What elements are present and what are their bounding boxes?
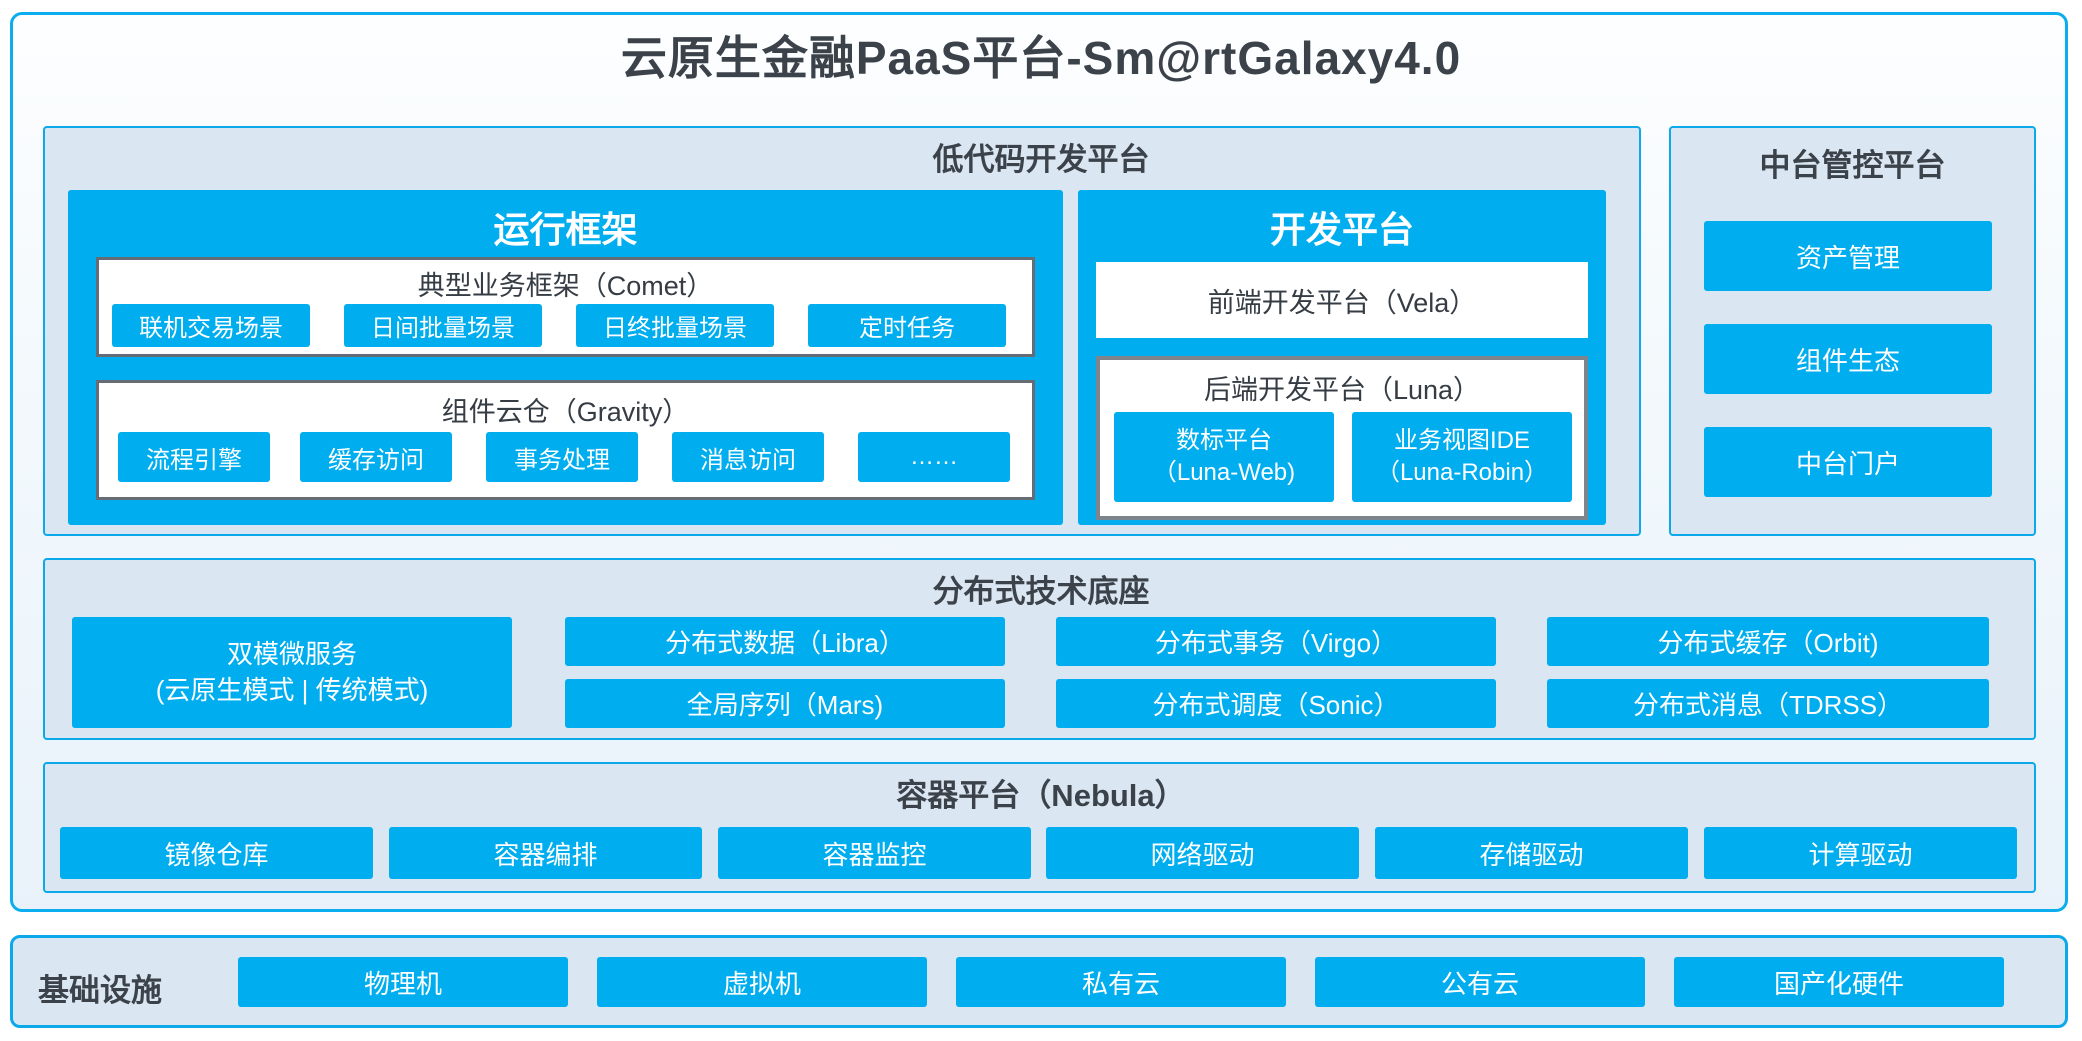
infra-item-public-cloud: 公有云 [1315,957,1645,1007]
dev-platform-title: 开发平台 [1269,209,1414,250]
comet-item-daytime-batch: 日间批量场景 [344,304,542,347]
infra-item-physical-machine: 物理机 [238,957,568,1007]
comet-item-eod-batch: 日终批量场景 [576,304,774,347]
container-item-storage-driver: 存储驱动 [1375,827,1688,879]
comet-box-title: 典型业务框架（Comet） [417,271,714,301]
luna-box-title: 后端开发平台（Luna） [1203,375,1481,405]
runtime-framework-title: 运行框架 [493,209,638,250]
luna-robin-line1: 业务视图IDE [1393,426,1530,454]
lowcode-panel-title: 低代码开发平台 [932,142,1150,177]
dual-mode-microservice-block: 双模微服务 (云原生模式 | 传统模式) [72,617,512,728]
midplatform-item-portal: 中台门户 [1704,427,1992,497]
distributed-title: 分布式技术底座 [932,574,1150,609]
luna-web-line2: （Luna-Web) [1152,459,1296,486]
infrastructure-label: 基础设施 [38,973,162,1008]
midplatform-item-asset-mgmt: 资产管理 [1704,221,1992,291]
distributed-transaction-block: 分布式事务（Virgo） [1056,617,1496,666]
luna-web-line1: 数标平台 [1176,426,1272,454]
gravity-item-ellipsis: …… [858,432,1010,482]
gravity-item-cache-access: 缓存访问 [300,432,452,482]
page-title: 云原生金融PaaS平台-Sm@rtGalaxy4.0 [620,32,1462,84]
midplatform-title: 中台管控平台 [1759,148,1946,183]
comet-item-online-trading: 联机交易场景 [112,304,310,347]
container-item-compute-driver: 计算驱动 [1704,827,2017,879]
global-sequence-block: 全局序列（Mars) [565,679,1005,728]
distributed-message-block: 分布式消息（TDRSS） [1547,679,1989,728]
container-platform-title: 容器平台（Nebula） [896,778,1186,813]
gravity-box-title: 组件云仓（Gravity） [441,397,690,427]
gravity-item-process-engine: 流程引擎 [118,432,270,482]
gravity-item-transaction: 事务处理 [486,432,638,482]
container-platform-panel [43,762,2036,893]
infra-item-domestic-hardware: 国产化硬件 [1674,957,2004,1007]
container-item-orchestration: 容器编排 [389,827,702,879]
vela-box: 前端开发平台（Vela） [1096,262,1588,338]
midplatform-item-component-eco: 组件生态 [1704,324,1992,394]
gravity-item-message-access: 消息访问 [672,432,824,482]
luna-web-block: 数标平台 （Luna-Web) [1114,412,1334,502]
container-item-image-registry: 镜像仓库 [60,827,373,879]
luna-robin-block: 业务视图IDE （Luna-Robin） [1352,412,1572,502]
infra-item-virtual-machine: 虚拟机 [597,957,927,1007]
luna-robin-line2: （Luna-Robin） [1375,459,1549,486]
comet-item-scheduled-task: 定时任务 [808,304,1006,347]
container-item-network-driver: 网络驱动 [1046,827,1359,879]
distributed-cache-block: 分布式缓存（Orbit) [1547,617,1989,666]
infra-item-private-cloud: 私有云 [956,957,1286,1007]
distributed-scheduler-block: 分布式调度（Sonic） [1056,679,1496,728]
dual-mode-line2: (云原生模式 | 传统模式) [155,674,429,705]
container-item-monitoring: 容器监控 [718,827,1031,879]
distributed-data-block: 分布式数据（Libra） [565,617,1005,666]
dual-mode-line1: 双模微服务 [226,639,357,670]
